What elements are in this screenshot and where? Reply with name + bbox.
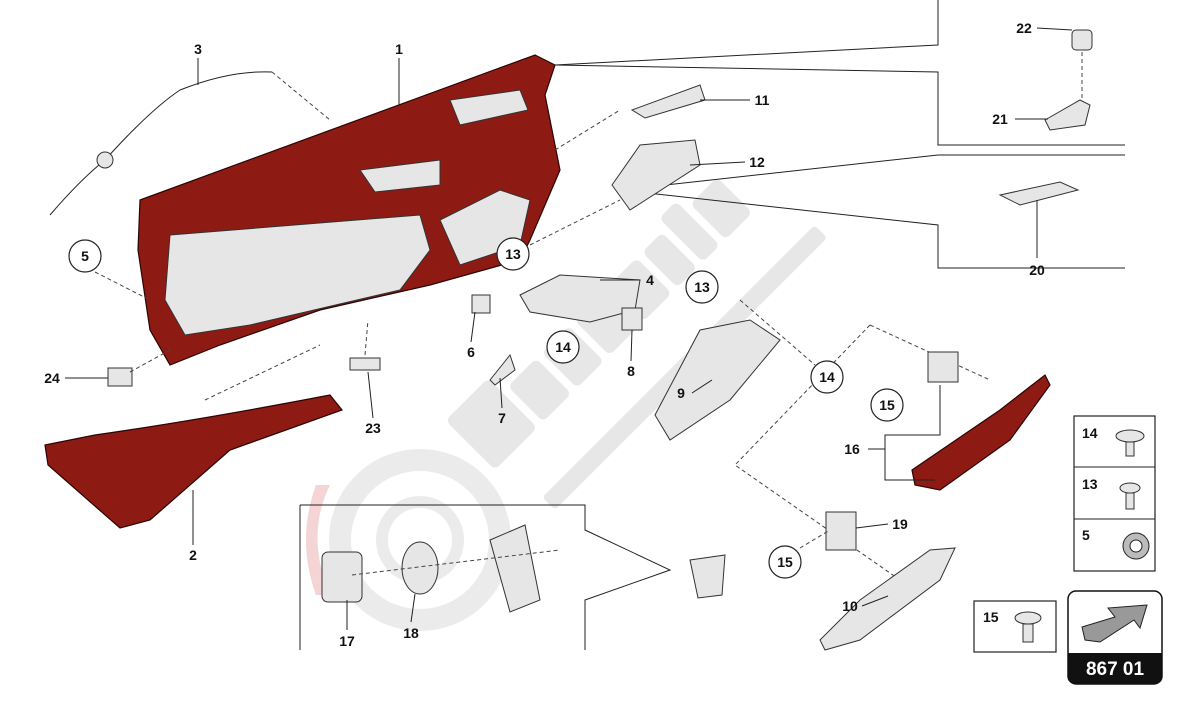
inset-frames	[299, 0, 1125, 650]
callout-12: 12	[749, 154, 765, 170]
callout-6: 6	[467, 344, 475, 360]
part-bracket-15a	[927, 351, 959, 383]
callout-21: 21	[992, 111, 1008, 127]
callout-13: 13	[505, 246, 521, 262]
callout-16: 16	[844, 441, 860, 457]
part-clip-23	[349, 357, 381, 371]
callout-9: 9	[677, 385, 685, 401]
part-trim-10	[819, 547, 956, 651]
callout-24: 24	[44, 370, 60, 386]
part-release-cable	[49, 71, 273, 216]
part-switch	[621, 307, 643, 331]
part-tweeter-grille	[630, 84, 706, 119]
callout-11: 11	[755, 92, 770, 108]
part-holder-21	[1044, 99, 1091, 131]
callout-4: 4	[646, 272, 654, 288]
callout-14: 14	[555, 339, 571, 355]
fastener-label-13: 13	[1082, 476, 1098, 492]
callout-14: 14	[819, 369, 835, 385]
diagram-number: 867 01	[1086, 659, 1145, 680]
callout-circles	[68, 237, 904, 579]
fastener-label-5: 5	[1082, 527, 1090, 543]
fastener-label-15: 15	[983, 609, 999, 625]
callout-15: 15	[777, 554, 793, 570]
callout-23: 23	[365, 420, 381, 436]
clip-icon	[1122, 532, 1150, 560]
dashed-leaders	[94, 52, 1083, 576]
part-cover-7	[489, 353, 516, 386]
part-clip-6	[471, 294, 491, 314]
leader-lines	[65, 27, 1073, 630]
fastener-single: 15	[973, 600, 1057, 653]
part-speaker-grille	[611, 139, 701, 211]
part-door-trim-panel	[137, 54, 561, 366]
part-clip-22	[1071, 29, 1093, 51]
part-bezel-18	[401, 541, 439, 595]
part-light-20	[998, 181, 1080, 206]
part-armrest	[44, 394, 343, 529]
callout-18: 18	[403, 625, 419, 641]
part-clip-24	[107, 367, 133, 387]
callout-10: 10	[842, 598, 858, 614]
arrow-icon	[1081, 604, 1148, 643]
callout-3: 3	[194, 41, 202, 57]
fastener-label-14: 14	[1082, 425, 1098, 441]
screw-icon	[1119, 482, 1141, 510]
part-mount-small	[689, 554, 726, 599]
diagram-number-badge: 867 01	[1067, 590, 1163, 685]
callout-8: 8	[627, 363, 635, 379]
screw-washer-icon	[1115, 429, 1145, 457]
part-switch-17	[321, 551, 363, 603]
callout-19: 19	[892, 516, 908, 532]
callout-15: 15	[879, 397, 895, 413]
callout-1: 1	[395, 41, 403, 57]
part-mount	[489, 524, 541, 613]
screw-icon	[1014, 611, 1042, 643]
callout-5: 5	[81, 248, 89, 264]
callout-2: 2	[189, 547, 197, 563]
callout-labels: 1 2 3 4 5 6 7 8 9 10 11 12 13 13 14 14 1…	[44, 20, 1045, 649]
callout-20: 20	[1029, 262, 1045, 278]
callout-22: 22	[1016, 20, 1032, 36]
part-trim-16	[911, 374, 1051, 491]
part-bracket-9	[654, 319, 781, 441]
part-bracket-19	[825, 511, 857, 551]
fastener-table: 14 13 5	[1073, 415, 1156, 572]
callout-13: 13	[694, 279, 710, 295]
callout-17: 17	[339, 633, 355, 649]
callout-7: 7	[498, 410, 506, 426]
